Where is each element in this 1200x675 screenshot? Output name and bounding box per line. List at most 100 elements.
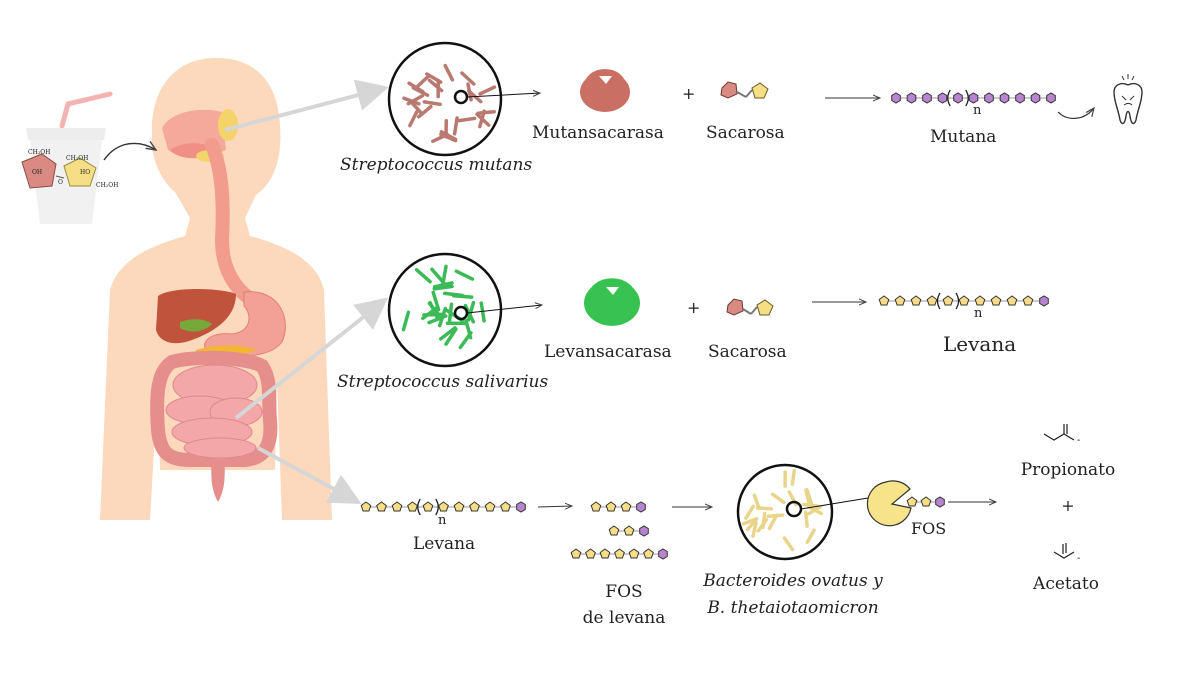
bacterium-rod [807,505,824,516]
glucose-bead [1030,92,1041,104]
glucose-bead [636,501,646,513]
bacterium-rod [464,318,473,340]
label-fos-line2: de levana [582,608,666,628]
fructose-bead [958,295,970,306]
bacterium-rod [411,86,430,97]
acetate-structure [1053,543,1075,559]
bacterium-rod [454,269,475,281]
fructose-bead [620,501,632,512]
esophagus [205,138,259,307]
label-mutansucrase: Mutansacarasa [532,123,664,143]
bacterium-rod [408,109,419,128]
pointer-salivary [234,297,389,420]
small-intestine [165,364,263,459]
label-bacteroides-line1: Bacteroides ovatus y [703,571,883,591]
bacterium-rod [476,109,496,115]
fructose-bead [500,501,511,512]
bacterium-rod [745,516,759,532]
bacterium-rod [416,104,433,119]
drink-ch2oh-2: CH₂OH [66,155,89,162]
mutan-chain [891,89,1056,107]
fructose-bead [391,501,403,512]
label-sucrose-2: Sacarosa [708,342,787,362]
tooth-icon [1113,74,1143,125]
bacterium-rod [409,100,424,116]
fructose-bead [1006,295,1018,306]
plus-products: + [1061,496,1075,515]
fos-chain-eaten [906,496,945,508]
bacterium-rod [452,116,459,136]
bacterium-rod [782,536,795,552]
levan-chain-colon [360,498,526,516]
glucose-bead [1046,92,1056,104]
bacterium-rod [790,468,797,487]
label-levansucrase: Levansacarasa [544,342,672,362]
large-intestine [150,350,278,467]
chain-bracket-open [417,498,421,516]
bacterium-rod [430,267,446,285]
drink-ch2oh-1: CH₂OH [28,149,51,156]
bacterium-rod [803,510,809,528]
fructose-bead [974,295,986,306]
glucose-bead [1015,92,1025,104]
subscript-n-levan-colon: n [438,513,447,528]
glucose-bead [999,92,1010,104]
bacterium-rod [444,327,458,346]
bacterium-rod [478,85,497,96]
bacterium-rod [431,290,441,312]
fructose-bead [484,501,496,512]
mutansucrase-enzyme [580,69,630,112]
subscript-n-levan: n [974,306,983,321]
label-levan-colon: Levana [413,534,476,554]
drink-o: O [58,179,63,186]
glucose-bead [937,92,948,104]
rectum [211,458,225,502]
glucose-bead [922,92,932,104]
arrow-to-tooth [1057,108,1094,119]
chain-bracket-open [947,89,951,107]
fos-chain-1 [590,501,646,513]
fos-chain-2 [608,525,649,537]
bacterium-rod [427,78,444,93]
drink-ch2oh-3: CH₂OH [96,182,119,189]
sucrose-molecule-2 [726,298,774,316]
fructose-bead [422,501,434,512]
fructose-bead [926,295,938,306]
fructose-bead [453,501,465,512]
gallbladder [180,319,212,332]
label-streptococcus-mutans: Streptococcus mutans [340,155,533,175]
bacterium-circle-mutans [387,41,540,157]
cup-lid [26,128,106,140]
bacterium-rod [460,71,476,86]
label-propionate: Propionato [1020,460,1116,480]
bacterium-rod [443,63,455,82]
fructose-bead [894,295,906,306]
fructose-bead [438,501,449,512]
fructose-bead [990,295,1002,306]
label-levan: Levana [943,332,1017,356]
fructose-bead [878,295,890,306]
bacterium-rod [456,116,477,123]
bacterium-rod [756,517,769,533]
glucose-bead [891,92,901,104]
sucrose-molecule-1 [720,81,769,99]
bacterium-rod [751,520,758,539]
chain-bracket-close [955,292,960,310]
fructose-bead [906,496,918,507]
bacterium-rod [770,492,786,505]
drink-to-mouth-arrow [103,143,156,161]
fructose-bead [590,501,602,512]
bacterium-rod [442,291,465,298]
bacterium-rod [744,504,756,520]
label-mutan: Mutana [930,127,997,147]
arrow-to-fos [537,506,572,507]
pointer-colon [257,446,362,504]
bacterium-rod [805,487,814,505]
label-fos-line1: FOS [605,582,643,602]
fructose-bead [910,295,922,306]
fructose-bead [608,525,620,536]
bacterium-rod [466,300,476,322]
label-sucrose-1: Sacarosa [706,123,785,143]
charge-acetate: - [1077,553,1081,564]
